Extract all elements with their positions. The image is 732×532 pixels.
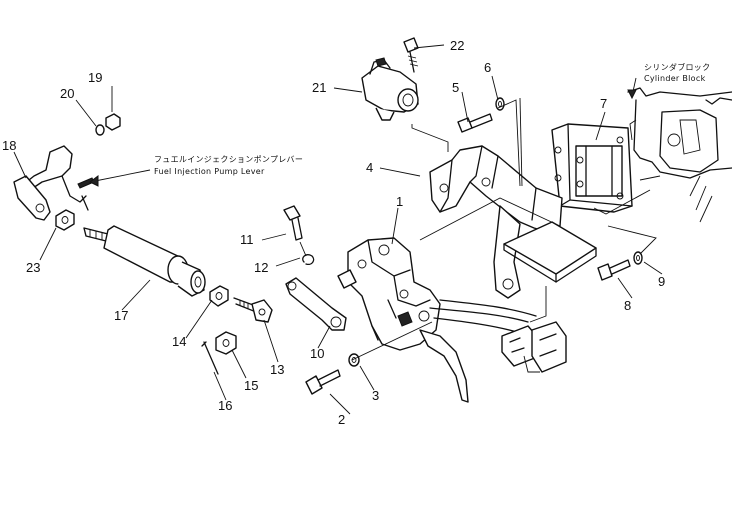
callout-20: 20 [60, 86, 74, 101]
callout-2: 2 [338, 412, 345, 427]
bolt-8 [597, 259, 631, 281]
callout-4: 4 [366, 160, 373, 175]
main-bracket-4 [429, 145, 597, 299]
callout-12: 12 [254, 260, 268, 275]
clip-12 [302, 254, 315, 266]
washer-3 [348, 353, 360, 367]
cylinder-block-label-jp: シリンダブロック [644, 62, 710, 72]
callout-15: 15 [244, 378, 258, 393]
callout-19: 19 [88, 70, 102, 85]
rod-end-13 [233, 297, 273, 323]
bolt-2 [305, 369, 341, 395]
callout-21: 21 [312, 80, 326, 95]
callout-7: 7 [600, 96, 607, 111]
bolt-22 [403, 37, 419, 73]
assembly-guide-lines [299, 97, 661, 361]
leader-lines [13, 44, 663, 415]
rod-assembly-17 [83, 225, 206, 297]
nut-15 [215, 331, 237, 355]
fuel-lever-label-jp: フュエルインジェクションポンプレバー [154, 155, 303, 164]
callout-22: 22 [450, 38, 464, 53]
fuel-pump-lever-18 [13, 145, 95, 221]
callout-9: 9 [658, 274, 665, 289]
washer-9 [633, 251, 643, 265]
callout-8: 8 [624, 298, 631, 313]
fuel-lever-label-en: Fuel Injection Pump Lever [154, 167, 265, 176]
callout-23: 23 [26, 260, 40, 275]
lever-10 [285, 277, 347, 331]
callout-6: 6 [484, 60, 491, 75]
bracket-plate-7 [551, 123, 633, 213]
cylinder-block [627, 87, 732, 223]
cylinder-block-label-en: Cylinder Block [644, 74, 706, 83]
bolt-11 [283, 205, 303, 241]
wiring-harness [429, 299, 567, 373]
bolt-5 [457, 113, 493, 133]
callout-11: 11 [240, 232, 254, 247]
nut-19 [105, 113, 121, 131]
callout-16: 16 [218, 398, 232, 413]
callout-5: 5 [452, 80, 459, 95]
callout-17: 17 [114, 308, 128, 323]
solenoid-21 [361, 57, 419, 121]
callout-13: 13 [270, 362, 284, 377]
callout-18: 18 [2, 138, 16, 153]
pin-16 [201, 341, 219, 375]
callout-10: 10 [310, 346, 324, 361]
callout-3: 3 [372, 388, 379, 403]
pedal-housing-1 [337, 237, 469, 403]
callout-1: 1 [396, 194, 403, 209]
nut-14 [209, 285, 229, 307]
washer-20 [95, 124, 105, 136]
nut-23 [55, 209, 75, 231]
callout-14: 14 [172, 334, 186, 349]
washer-6 [495, 97, 505, 111]
